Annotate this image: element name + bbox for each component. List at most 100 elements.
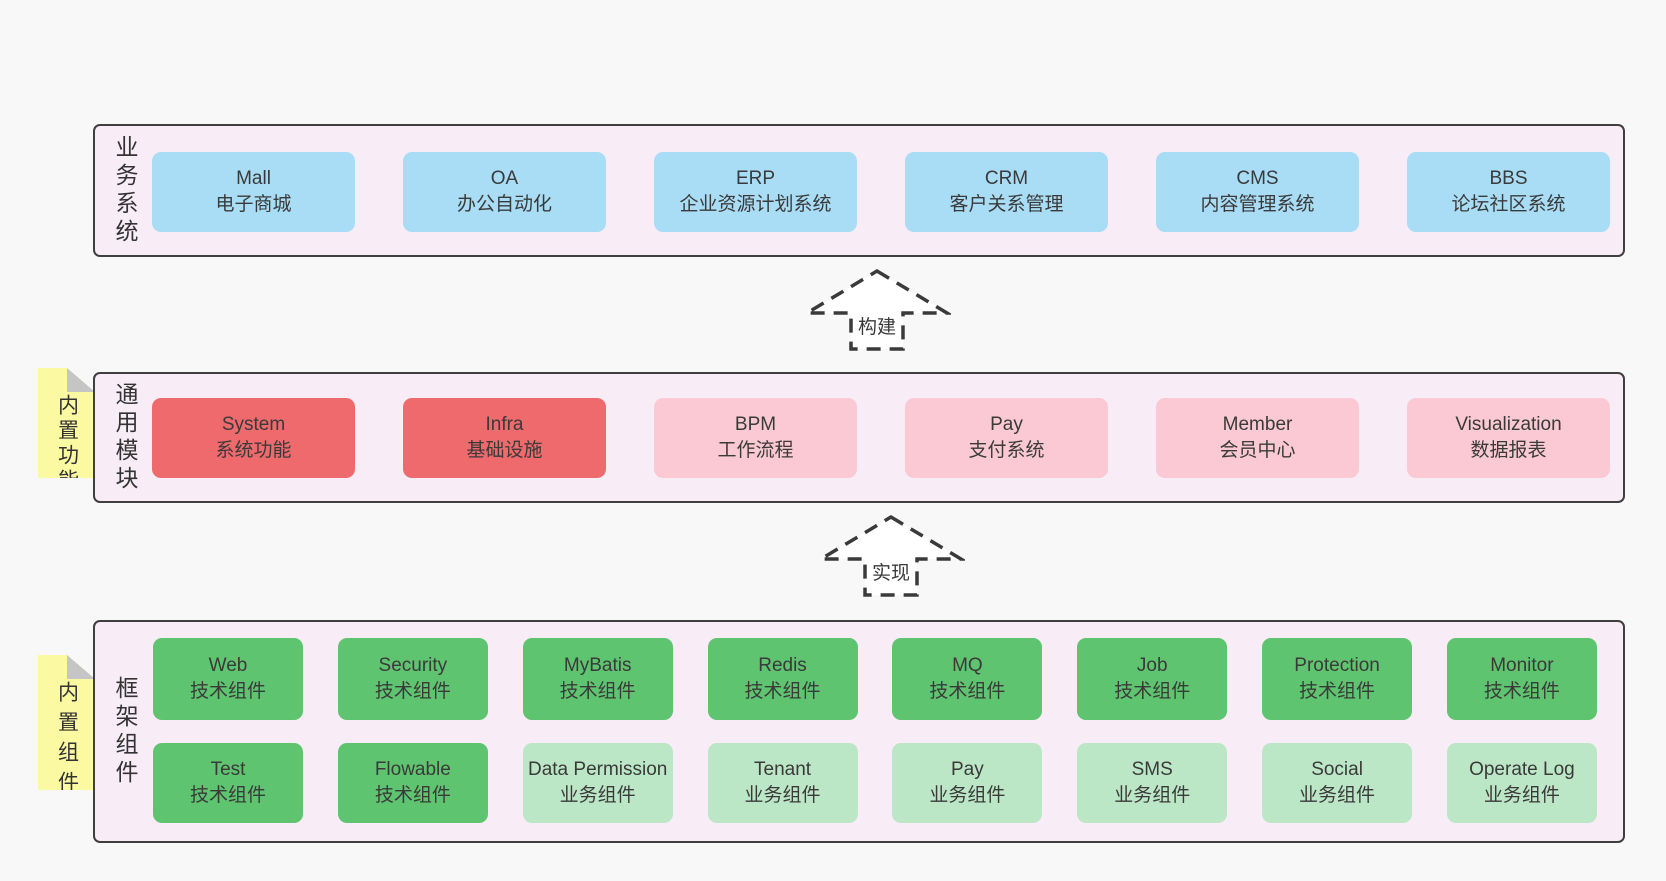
box-title: Flowable	[374, 759, 451, 780]
box-row: System 系统功能 Infra 基础设施 BPM 工作流程 Pay 支付系统…	[152, 398, 1610, 478]
box-social: Social 业务组件	[1262, 743, 1413, 823]
box-monitor: Monitor 技术组件	[1446, 638, 1597, 720]
box-test: Test 技术组件	[153, 743, 303, 823]
box-title: System	[221, 414, 286, 435]
box-subtitle: 系统功能	[215, 440, 292, 461]
folded-corner-icon	[67, 655, 95, 679]
box-security: Security 技术组件	[337, 638, 488, 720]
box-bpm: BPM 工作流程	[654, 398, 857, 478]
box-row: Mall 电子商城 OA 办公自动化 ERP 企业资源计划系统 CRM 客户关系…	[152, 152, 1610, 232]
box-title: MQ	[952, 655, 983, 676]
box-subtitle: 客户关系管理	[949, 194, 1064, 215]
box-subtitle: 内容管理系统	[1200, 194, 1315, 215]
box-subtitle: 业务组件	[744, 785, 821, 806]
box-title: SMS	[1131, 759, 1173, 780]
box-operate-log: Operate Log 业务组件	[1446, 743, 1597, 823]
box-title: CMS	[1236, 168, 1279, 189]
box-visualization: Visualization 数据报表	[1407, 398, 1610, 478]
box-protection: Protection 技术组件	[1262, 638, 1413, 720]
sticky-note-label: 内置组件	[55, 681, 79, 801]
box-bbs: BBS 论坛社区系统	[1407, 152, 1610, 232]
box-subtitle: 技术组件	[189, 681, 266, 702]
box-title: Visualization	[1455, 414, 1562, 435]
sticky-note-built-in-features: 内置功能	[38, 368, 95, 478]
box-subtitle: 业务组件	[1483, 785, 1560, 806]
box-subtitle: 基础设施	[466, 440, 543, 461]
box-title: ERP	[735, 168, 776, 189]
box-data-permission: Data Permission 业务组件	[522, 743, 673, 823]
box-cms: CMS 内容管理系统	[1156, 152, 1359, 232]
box-subtitle: 业务组件	[1299, 785, 1376, 806]
folded-corner-icon	[67, 368, 95, 392]
box-title: Web	[208, 655, 248, 676]
layer-framework-components: 框架组件 Web 技术组件 Security 技术组件 MyBatis 技术组件…	[93, 620, 1625, 843]
box-subtitle: 技术组件	[189, 785, 266, 806]
box-subtitle: 技术组件	[929, 681, 1006, 702]
box-subtitle: 业务组件	[559, 785, 636, 806]
box-subtitle: 技术组件	[1483, 681, 1560, 702]
box-oa: OA 办公自动化	[403, 152, 606, 232]
box-erp: ERP 企业资源计划系统	[654, 152, 857, 232]
box-pay-biz: Pay 业务组件	[892, 743, 1043, 823]
box-title: Job	[1136, 655, 1168, 676]
box-subtitle: 技术组件	[1114, 681, 1191, 702]
box-subtitle: 技术组件	[374, 785, 451, 806]
layer-business-systems: 业务系统 Mall 电子商城 OA 办公自动化 ERP 企业资源计划系统 CRM…	[93, 124, 1625, 257]
box-subtitle: 电子商城	[215, 194, 292, 215]
box-subtitle: 支付系统	[968, 440, 1045, 461]
box-title: MyBatis	[563, 655, 632, 676]
box-title: Tenant	[754, 759, 812, 780]
box-subtitle: 办公自动化	[456, 194, 552, 215]
box-member: Member 会员中心	[1156, 398, 1359, 478]
box-subtitle: 技术组件	[1299, 681, 1376, 702]
implement-arrow-icon	[817, 514, 965, 597]
box-title: Monitor	[1490, 655, 1554, 676]
box-pay: Pay 支付系统	[905, 398, 1108, 478]
layer-label-common-modules: 通用模块	[112, 381, 138, 494]
box-title: Infra	[485, 414, 524, 435]
layer-label-business-systems: 业务系统	[112, 134, 138, 247]
box-title: Pay	[951, 759, 984, 780]
implement-arrow-label: 实现	[868, 558, 914, 585]
box-subtitle: 技术组件	[744, 681, 821, 702]
box-subtitle: 技术组件	[374, 681, 451, 702]
box-mq: MQ 技术组件	[892, 638, 1043, 720]
build-arrow-label: 构建	[854, 312, 900, 339]
box-subtitle: 企业资源计划系统	[679, 194, 832, 215]
box-title: Test	[210, 759, 246, 780]
box-subtitle: 业务组件	[929, 785, 1006, 806]
box-subtitle: 业务组件	[1114, 785, 1191, 806]
box-infra: Infra 基础设施	[403, 398, 606, 478]
box-title: OA	[490, 168, 519, 189]
build-arrow-icon	[803, 268, 951, 351]
box-subtitle: 论坛社区系统	[1451, 194, 1566, 215]
sticky-note-label: 内置功能	[55, 394, 79, 494]
box-subtitle: 会员中心	[1219, 440, 1296, 461]
box-title: BPM	[734, 414, 777, 435]
box-job: Job 技术组件	[1077, 638, 1228, 720]
box-title: Redis	[758, 655, 807, 676]
box-title: BBS	[1489, 168, 1528, 189]
box-title: Social	[1311, 759, 1363, 780]
box-crm: CRM 客户关系管理	[905, 152, 1108, 232]
box-title: Member	[1222, 414, 1293, 435]
box-title: Protection	[1294, 655, 1380, 676]
box-title: CRM	[984, 168, 1029, 189]
box-system: System 系统功能	[152, 398, 355, 478]
box-mall: Mall 电子商城	[152, 152, 355, 232]
box-title: Mall	[236, 168, 271, 189]
box-mybatis: MyBatis 技术组件	[522, 638, 673, 720]
box-row: Web 技术组件 Security 技术组件 MyBatis 技术组件 Redi…	[153, 638, 1597, 720]
layer-label-framework-components: 框架组件	[112, 675, 138, 788]
box-web: Web 技术组件	[153, 638, 303, 720]
box-row: Test 技术组件 Flowable 技术组件 Data Permission …	[153, 743, 1597, 823]
box-title: Operate Log	[1469, 759, 1575, 780]
box-sms: SMS 业务组件	[1077, 743, 1228, 823]
box-subtitle: 数据报表	[1470, 440, 1547, 461]
box-redis: Redis 技术组件	[707, 638, 858, 720]
box-tenant: Tenant 业务组件	[707, 743, 858, 823]
box-title: Pay	[990, 414, 1023, 435]
box-subtitle: 工作流程	[717, 440, 794, 461]
box-title: Data Permission	[527, 759, 668, 780]
